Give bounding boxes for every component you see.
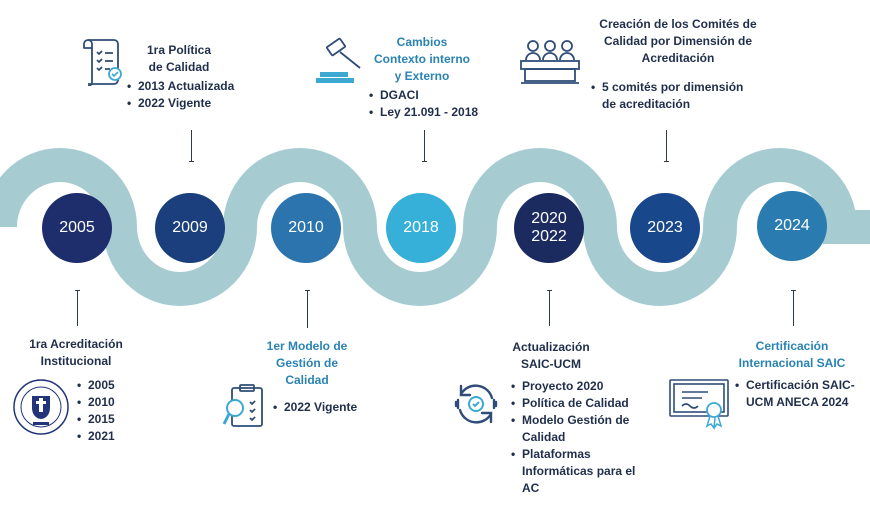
connector-2024 <box>791 290 796 326</box>
milestone-2009-info: 1ra Política de Calidad 2013 Actualizada… <box>124 42 264 112</box>
year-circle-2010: 2010 <box>271 193 341 263</box>
milestone-2010-list: 2022 Vigente <box>270 399 380 416</box>
year-label: 2023 <box>647 219 683 236</box>
milestone-2009-title: 1ra Política de Calidad <box>146 43 212 74</box>
connector-2010 <box>305 290 310 328</box>
list-item: Proyecto 2020 <box>508 378 650 395</box>
connector-2018 <box>422 130 427 162</box>
list-item: 2022 Vigente <box>124 95 264 112</box>
year-circle-2020-2022: 2020 2022 <box>514 193 584 263</box>
connector-2005 <box>75 290 80 326</box>
milestone-2023-info: Creación de los Comités de Calidad por D… <box>588 16 768 113</box>
year-label: 2005 <box>59 219 95 236</box>
milestone-2020-list: Proyecto 2020 Política de Calidad Modelo… <box>508 378 650 497</box>
milestone-2020-title: Actualización SAIC-UCM <box>512 340 590 371</box>
year-label: 2010 <box>288 219 324 236</box>
year-label: 2018 <box>403 219 439 236</box>
connector-2023 <box>664 130 669 162</box>
year-circle-2009: 2009 <box>155 193 225 263</box>
gavel-icon <box>316 37 361 83</box>
certificate-icon <box>669 379 729 430</box>
connector-2009 <box>189 130 194 162</box>
milestone-2024-info: Certificación Internacional SAIC <box>722 338 862 372</box>
milestone-2020-info: Actualización SAIC-UCM <box>496 339 606 373</box>
list-item: 2013 Actualizada <box>124 78 264 95</box>
list-item: DGACI <box>366 87 496 104</box>
list-item: Ley 21.091 - 2018 <box>366 104 496 121</box>
list-item: Modelo Gestión de Calidad <box>508 412 650 446</box>
university-seal-icon <box>13 379 69 435</box>
milestone-2010-list-wrap: 2022 Vigente <box>270 399 380 416</box>
committee-icon <box>520 40 580 84</box>
year-label: 2009 <box>172 219 208 236</box>
list-item: 2021 <box>74 428 144 445</box>
milestone-2010-info: 1er Modelo de Gestión de Calidad <box>248 338 366 389</box>
milestone-2024-list: Certificación SAIC-UCM ANECA 2024 <box>732 377 864 411</box>
milestone-2005-list-wrap: 2005 2010 2015 2021 <box>74 377 144 445</box>
policy-scroll-icon <box>83 39 122 86</box>
list-item: Certificación SAIC-UCM ANECA 2024 <box>732 377 864 411</box>
milestone-2018-list: DGACI Ley 21.091 - 2018 <box>366 87 496 121</box>
milestone-2009-list: 2013 Actualizada 2022 Vigente <box>124 78 264 112</box>
milestone-2005-info: 1ra Acreditación Institucional <box>6 336 152 370</box>
milestone-2023-list: 5 comités por dimensión de acreditación <box>588 79 760 113</box>
year-circle-2005: 2005 <box>42 193 112 263</box>
refresh-cycle-icon <box>454 384 498 424</box>
milestone-2024-list-wrap: Certificación SAIC-UCM ANECA 2024 <box>732 377 864 411</box>
year-circle-2024: 2024 <box>757 191 827 261</box>
list-item: 5 comités por dimensión de acreditación <box>588 79 760 113</box>
milestone-2024-title: Certificación Internacional SAIC <box>738 339 846 370</box>
year-circle-2023: 2023 <box>630 193 700 263</box>
year-label: 2020 2022 <box>531 210 567 245</box>
list-item: 2010 <box>74 394 144 411</box>
milestone-2018-title: Cambios Contexto interno y Externo <box>374 35 470 83</box>
milestone-2018-info: Cambios Contexto interno y Externo DGACI… <box>366 34 496 121</box>
list-item: 2015 <box>74 411 144 428</box>
year-label: 2024 <box>774 217 810 234</box>
list-item: 2005 <box>74 377 144 394</box>
year-circle-2018: 2018 <box>386 193 456 263</box>
quality-checklist-icon <box>222 384 263 427</box>
milestone-2020-list-wrap: Proyecto 2020 Política de Calidad Modelo… <box>508 378 650 497</box>
milestone-2005-title: 1ra Acreditación Institucional <box>29 337 123 368</box>
list-item: Plataformas Informáticas para el AC <box>508 446 650 497</box>
connector-2020 <box>547 290 552 326</box>
list-item: 2022 Vigente <box>270 399 380 416</box>
milestone-2005-list: 2005 2010 2015 2021 <box>74 377 144 445</box>
milestone-2010-title: 1er Modelo de Gestión de Calidad <box>266 339 348 387</box>
list-item: Política de Calidad <box>508 395 650 412</box>
milestone-2023-title: Creación de los Comités de Calidad por D… <box>599 17 757 65</box>
